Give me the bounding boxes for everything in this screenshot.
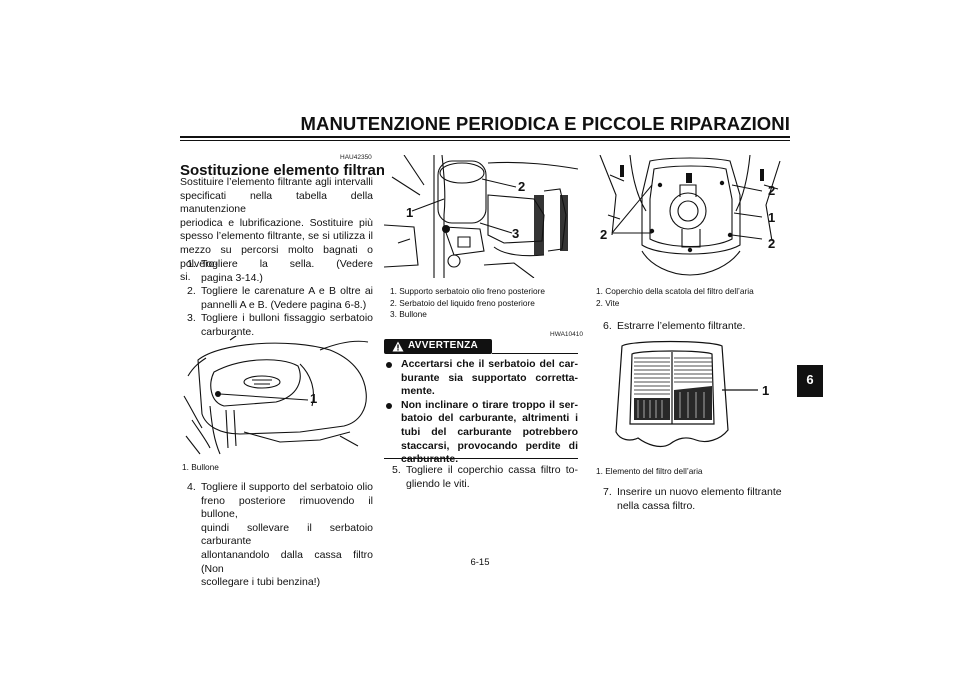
warning-line: tubi del carburante potrebbero (401, 425, 578, 438)
callout-label: 1 (768, 210, 776, 225)
figure-caption: 2. Serbatoio del liquido freno posterior… (390, 297, 535, 308)
intro-line: spesso l’elemento filtrante, se si utili… (180, 230, 373, 243)
step-1: 1. Togliere la sella. (Vedere pagina 3-14… (187, 258, 373, 285)
callout-label: 1 (762, 383, 770, 398)
air-filter-element-illustration (615, 340, 758, 448)
step-6: 6. Estrarre l’elemento filtrante. (603, 320, 789, 334)
warning-rule (492, 353, 578, 354)
figure-caption: 1. Supporto serbatoio olio freno posteri… (390, 286, 545, 296)
warning-item: Non inclinare o tirare troppo il ser- ba… (386, 399, 578, 467)
callout-label: 2 (768, 183, 776, 198)
step-number: 6. (603, 320, 612, 332)
warning-line: Non inclinare o tirare troppo il ser- (401, 398, 578, 411)
callout-label: 3 (512, 226, 520, 241)
warning-label-box: AVVERTENZA (384, 339, 492, 354)
fuel-tank-illustration (183, 336, 369, 455)
intro-line: specificati nella tabella della manutenz… (180, 189, 373, 216)
intro-line: periodica e lubrificazione. Sostituire p… (180, 216, 373, 229)
step-text: Togliere i bulloni fissaggio serbatoio (201, 312, 373, 325)
step-text: Togliere la sella. (Vedere (201, 258, 373, 270)
callout-label: 1 (310, 391, 318, 406)
bullet-icon (386, 402, 392, 409)
figure-caption: 2. Vite (596, 297, 620, 308)
figure-caption: 1. Elemento del filtro dell’aria (596, 466, 703, 476)
section-code: HAU42350 (340, 154, 372, 161)
intro-line: mezzo su percorsi molto bagnati o polver… (180, 243, 373, 270)
figure-captions: 1. Supporto serbatoio olio freno posteri… (390, 286, 545, 321)
callout-label: 2 (600, 227, 608, 242)
figure-caption: 1. Coperchio della scatola del filtro de… (596, 286, 754, 296)
warning-line: mente. (401, 385, 435, 398)
step-text: Togliere le carenature A e B oltre ai (201, 285, 373, 298)
step-text: Togliere il supporto del serbatoio olio (201, 481, 373, 493)
step-2: 2.Togliere le carenature A e B oltre ai … (187, 285, 373, 312)
step-4: 4. Togliere il supporto del serbatoio oli… (187, 481, 373, 590)
step-number: 4. (187, 481, 196, 493)
warning-item: Accertarsi che il serbatoio del car- bur… (386, 358, 578, 399)
warning-line: Accertarsi che il serbatoio del car- (401, 358, 578, 370)
callout-label: 1 (406, 205, 414, 220)
warning-line: batoio del carburante, altrimenti i (401, 412, 578, 425)
step-text: scollegare i tubi benzina!) (201, 576, 321, 589)
intro-line: Sostituire l’elemento filtrante agli int… (180, 176, 373, 188)
figure-caption: 1. Bullone (182, 462, 219, 472)
step-text: freno posteriore rimuovendo il bullone, (201, 494, 373, 521)
step-text: Togliere il coperchio cassa filtro to- (406, 464, 578, 476)
warning-triangle-icon (392, 341, 404, 352)
warning-line: carburante. (401, 453, 459, 466)
step-7: 7. Inserire un nuovo elemento filtrante n… (603, 486, 789, 513)
step-5: 5. Togliere il coperchio cassa filtro to-… (392, 464, 578, 491)
section-heading: Sostituzione elemento filtrante (180, 162, 399, 179)
intro-paragraph: Sostituire l’elemento filtrante agli int… (180, 176, 373, 285)
step-text: nella cassa filtro. (617, 499, 696, 512)
title-rule-thin (180, 140, 790, 141)
warning-line: burante sia supportato corretta- (401, 371, 578, 384)
warning-line: staccarsi, provocando perdite di (401, 439, 578, 452)
air-filter-cover-illustration (599, 155, 781, 276)
step-number: 2. (187, 285, 196, 298)
step-text: gliendo le viti. (406, 477, 470, 490)
intro-line: si. (180, 271, 191, 284)
step-text: carburante. (201, 325, 255, 338)
page-title: MANUTENZIONE PERIODICA E PICCOLE RIPARAZ… (300, 113, 790, 134)
step-3: 3. Togliere i bulloni fissaggio serbatoio… (187, 312, 373, 339)
step-number: 3. (187, 312, 196, 325)
step-text: Inserire un nuovo elemento filtrante (617, 486, 782, 498)
callout-label: 2 (768, 236, 776, 251)
title-rule-thick (180, 136, 790, 138)
warning-list: Accertarsi che il serbatoio del car- bur… (386, 358, 578, 467)
step-number: 7. (603, 486, 612, 498)
step-text: pannelli A e B. (Vedere pagina 6-8.) (201, 298, 367, 311)
warning-end-rule (384, 458, 578, 459)
steps-1-3: 1. Togliere la sella. (Vedere pagina 3-14… (187, 258, 373, 340)
step-text: quindi sollevare il serbatoio carburante (201, 521, 373, 548)
step-number: 1. (187, 258, 196, 270)
figure-caption: 3. Bullone (390, 309, 427, 320)
step-text: Estrarre l’elemento filtrante. (617, 320, 746, 332)
brake-reservoir-illustration (384, 155, 578, 278)
page-number: 6-15 (470, 557, 490, 568)
step-text: pagina 3-14.) (201, 271, 263, 284)
warning-code: HWA10410 (550, 331, 583, 338)
callout-label: 2 (518, 179, 526, 194)
step-text: allontanandolo dalla cassa filtro (Non (201, 548, 373, 575)
step-number: 5. (392, 464, 401, 476)
chapter-tab: 6 (797, 365, 823, 397)
bullet-icon (386, 362, 392, 368)
warning-label: AVVERTENZA (408, 340, 479, 351)
figure-captions: 1. Coperchio della scatola del filtro de… (596, 286, 754, 309)
